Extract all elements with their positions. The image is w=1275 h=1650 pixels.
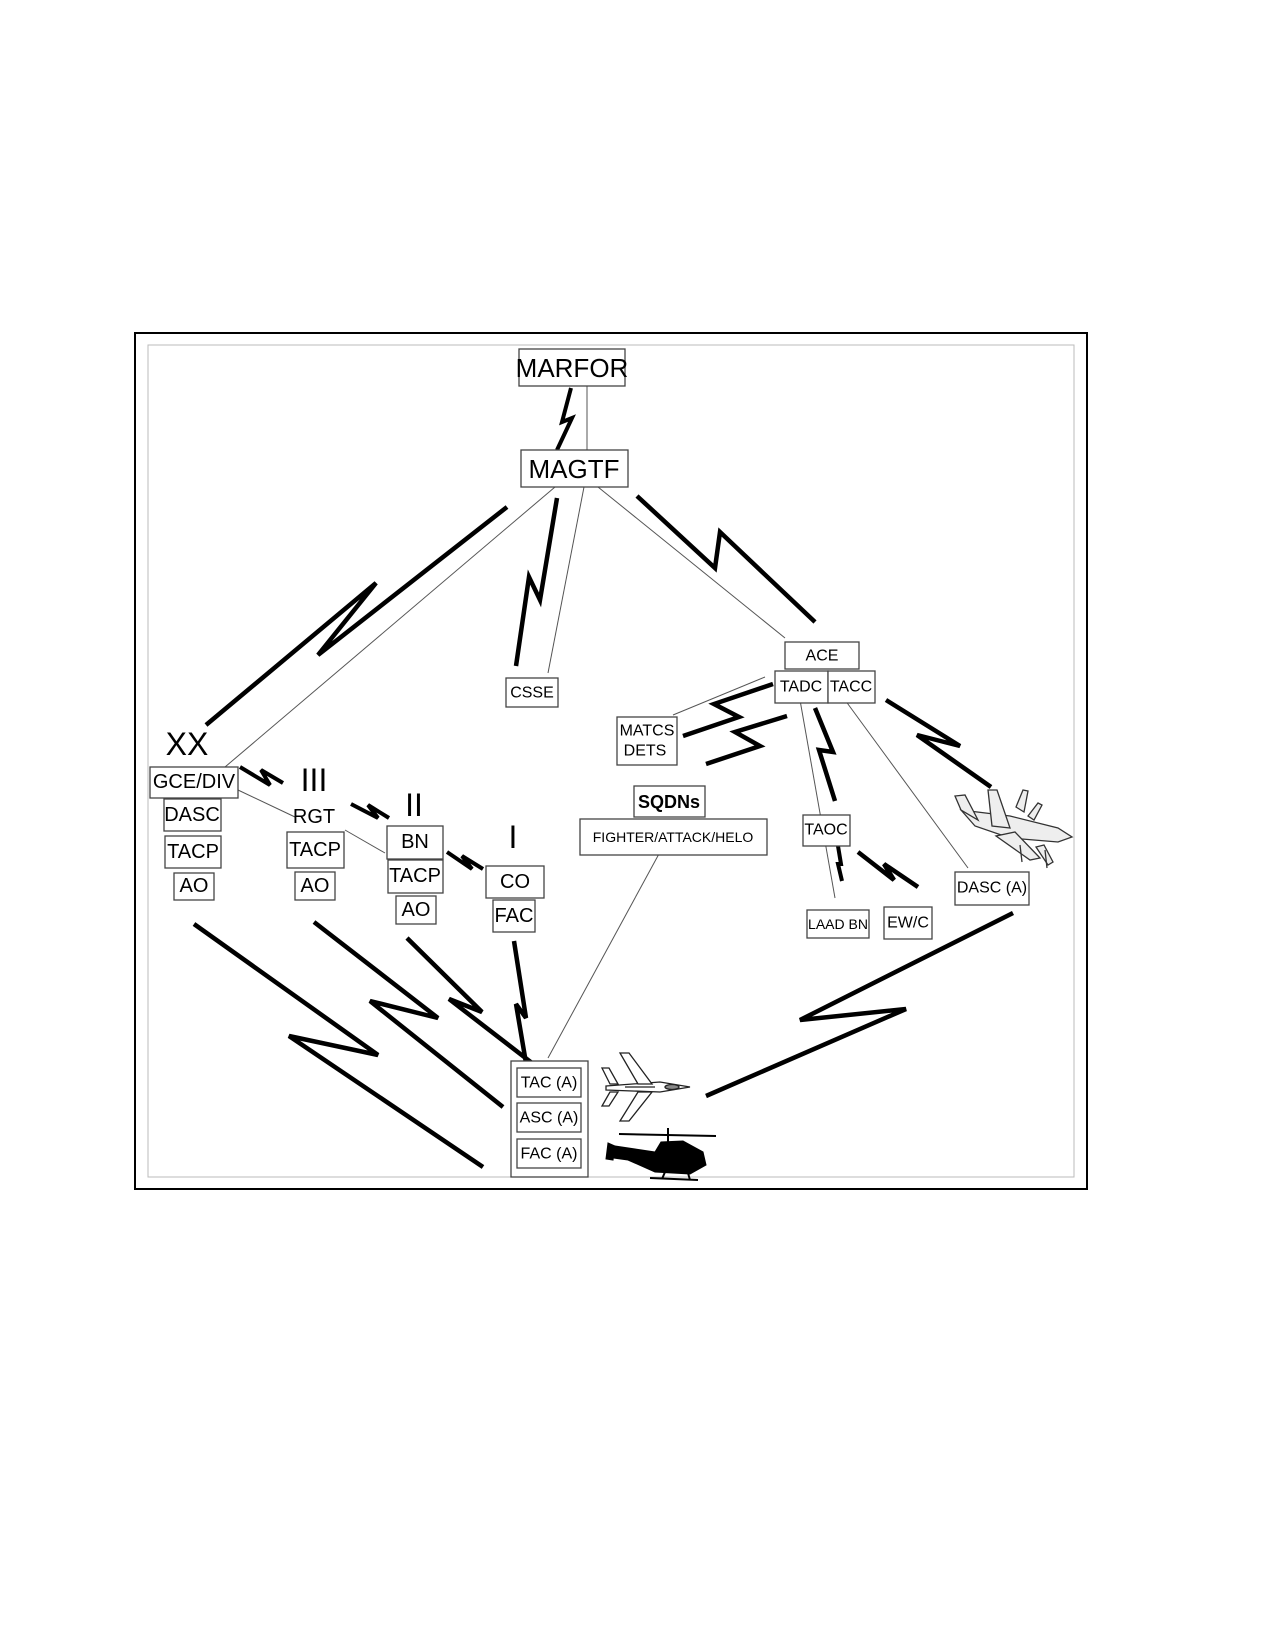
node-div-tacp: TACP bbox=[164, 835, 222, 869]
svg-text:SQDNs: SQDNs bbox=[638, 792, 700, 812]
svg-text:TACC: TACC bbox=[830, 679, 872, 696]
node-taoc: TAOC bbox=[802, 814, 851, 847]
svg-text:FAC: FAC bbox=[495, 905, 534, 927]
svg-text:MATCS: MATCS bbox=[620, 723, 675, 740]
node-marfor: MARFOR bbox=[516, 348, 629, 387]
node-ace: ACE bbox=[784, 641, 860, 670]
echelon-division: XX bbox=[166, 726, 209, 762]
node-tadc: TADC bbox=[774, 670, 829, 704]
svg-text:AO: AO bbox=[180, 875, 209, 897]
svg-text:AO: AO bbox=[402, 899, 431, 921]
svg-text:TACP: TACP bbox=[167, 841, 219, 863]
svg-text:EW/C: EW/C bbox=[887, 915, 929, 932]
svg-text:MARFOR: MARFOR bbox=[516, 353, 629, 383]
node-fighter-attack-helo: FIGHTER/ATTACK/HELO bbox=[579, 818, 768, 856]
node-asc-a: ASC (A) bbox=[516, 1102, 582, 1133]
svg-text:DETS: DETS bbox=[624, 743, 667, 760]
svg-text:TAOC: TAOC bbox=[804, 822, 847, 839]
connector-lines bbox=[224, 383, 969, 1059]
node-fac-a: FAC (A) bbox=[516, 1138, 582, 1169]
node-csse: CSSE bbox=[505, 677, 559, 708]
transport-aircraft-icon bbox=[954, 789, 1074, 869]
echelon-regiment: III bbox=[301, 762, 328, 798]
svg-text:TACP: TACP bbox=[289, 839, 341, 861]
node-bn-ao: AO bbox=[395, 895, 437, 925]
node-rgt-tacp: TACP bbox=[286, 831, 345, 869]
svg-text:GCE/DIV: GCE/DIV bbox=[153, 771, 236, 793]
echelon-battalion: II bbox=[405, 787, 423, 823]
node-bn-tacp: TACP bbox=[387, 859, 444, 894]
node-magtf: MAGTF bbox=[520, 449, 629, 488]
svg-text:ACE: ACE bbox=[806, 648, 839, 665]
attack-helicopter-icon bbox=[605, 1128, 717, 1181]
svg-text:BN: BN bbox=[401, 831, 429, 853]
svg-text:DASC (A): DASC (A) bbox=[957, 880, 1027, 897]
svg-text:CO: CO bbox=[500, 871, 530, 893]
svg-text:FIGHTER/ATTACK/HELO: FIGHTER/ATTACK/HELO bbox=[593, 829, 754, 845]
node-sqdns: SQDNs bbox=[633, 785, 706, 818]
node-co: CO bbox=[485, 865, 545, 899]
node-div-dasc: DASC bbox=[163, 798, 222, 832]
svg-text:TACP: TACP bbox=[389, 865, 441, 887]
node-rgt: RGT bbox=[293, 806, 335, 828]
svg-text:TADC: TADC bbox=[780, 679, 822, 696]
svg-text:MAGTF: MAGTF bbox=[529, 454, 620, 484]
svg-text:AO: AO bbox=[301, 875, 330, 897]
node-matcs-dets: MATCS DETS bbox=[616, 716, 678, 766]
node-bn: BN bbox=[386, 825, 444, 860]
svg-text:TAC (A): TAC (A) bbox=[521, 1075, 578, 1092]
lightning-bolt-icon bbox=[192, 387, 1015, 1169]
node-gce-div: GCE/DIV bbox=[149, 766, 239, 799]
svg-text:DASC: DASC bbox=[164, 804, 220, 826]
svg-text:CSSE: CSSE bbox=[510, 685, 554, 702]
node-fac: FAC bbox=[492, 899, 536, 933]
node-laad-bn: LAAD BN bbox=[806, 909, 870, 939]
node-dasc-air: DASC (A) bbox=[954, 871, 1030, 906]
diagram-inner-frame bbox=[147, 344, 1075, 1178]
node-rgt-ao: AO bbox=[294, 871, 336, 901]
fighter-jet-icon bbox=[600, 1052, 691, 1122]
svg-text:FAC (A): FAC (A) bbox=[521, 1146, 578, 1163]
node-tac-a: TAC (A) bbox=[516, 1067, 582, 1098]
svg-text:ASC (A): ASC (A) bbox=[520, 1110, 579, 1127]
node-tacc: TACC bbox=[827, 670, 876, 704]
echelon-company: I bbox=[509, 819, 518, 855]
node-div-ao: AO bbox=[173, 872, 215, 901]
svg-text:LAAD BN: LAAD BN bbox=[808, 916, 868, 932]
node-ewc: EW/C bbox=[883, 906, 933, 940]
